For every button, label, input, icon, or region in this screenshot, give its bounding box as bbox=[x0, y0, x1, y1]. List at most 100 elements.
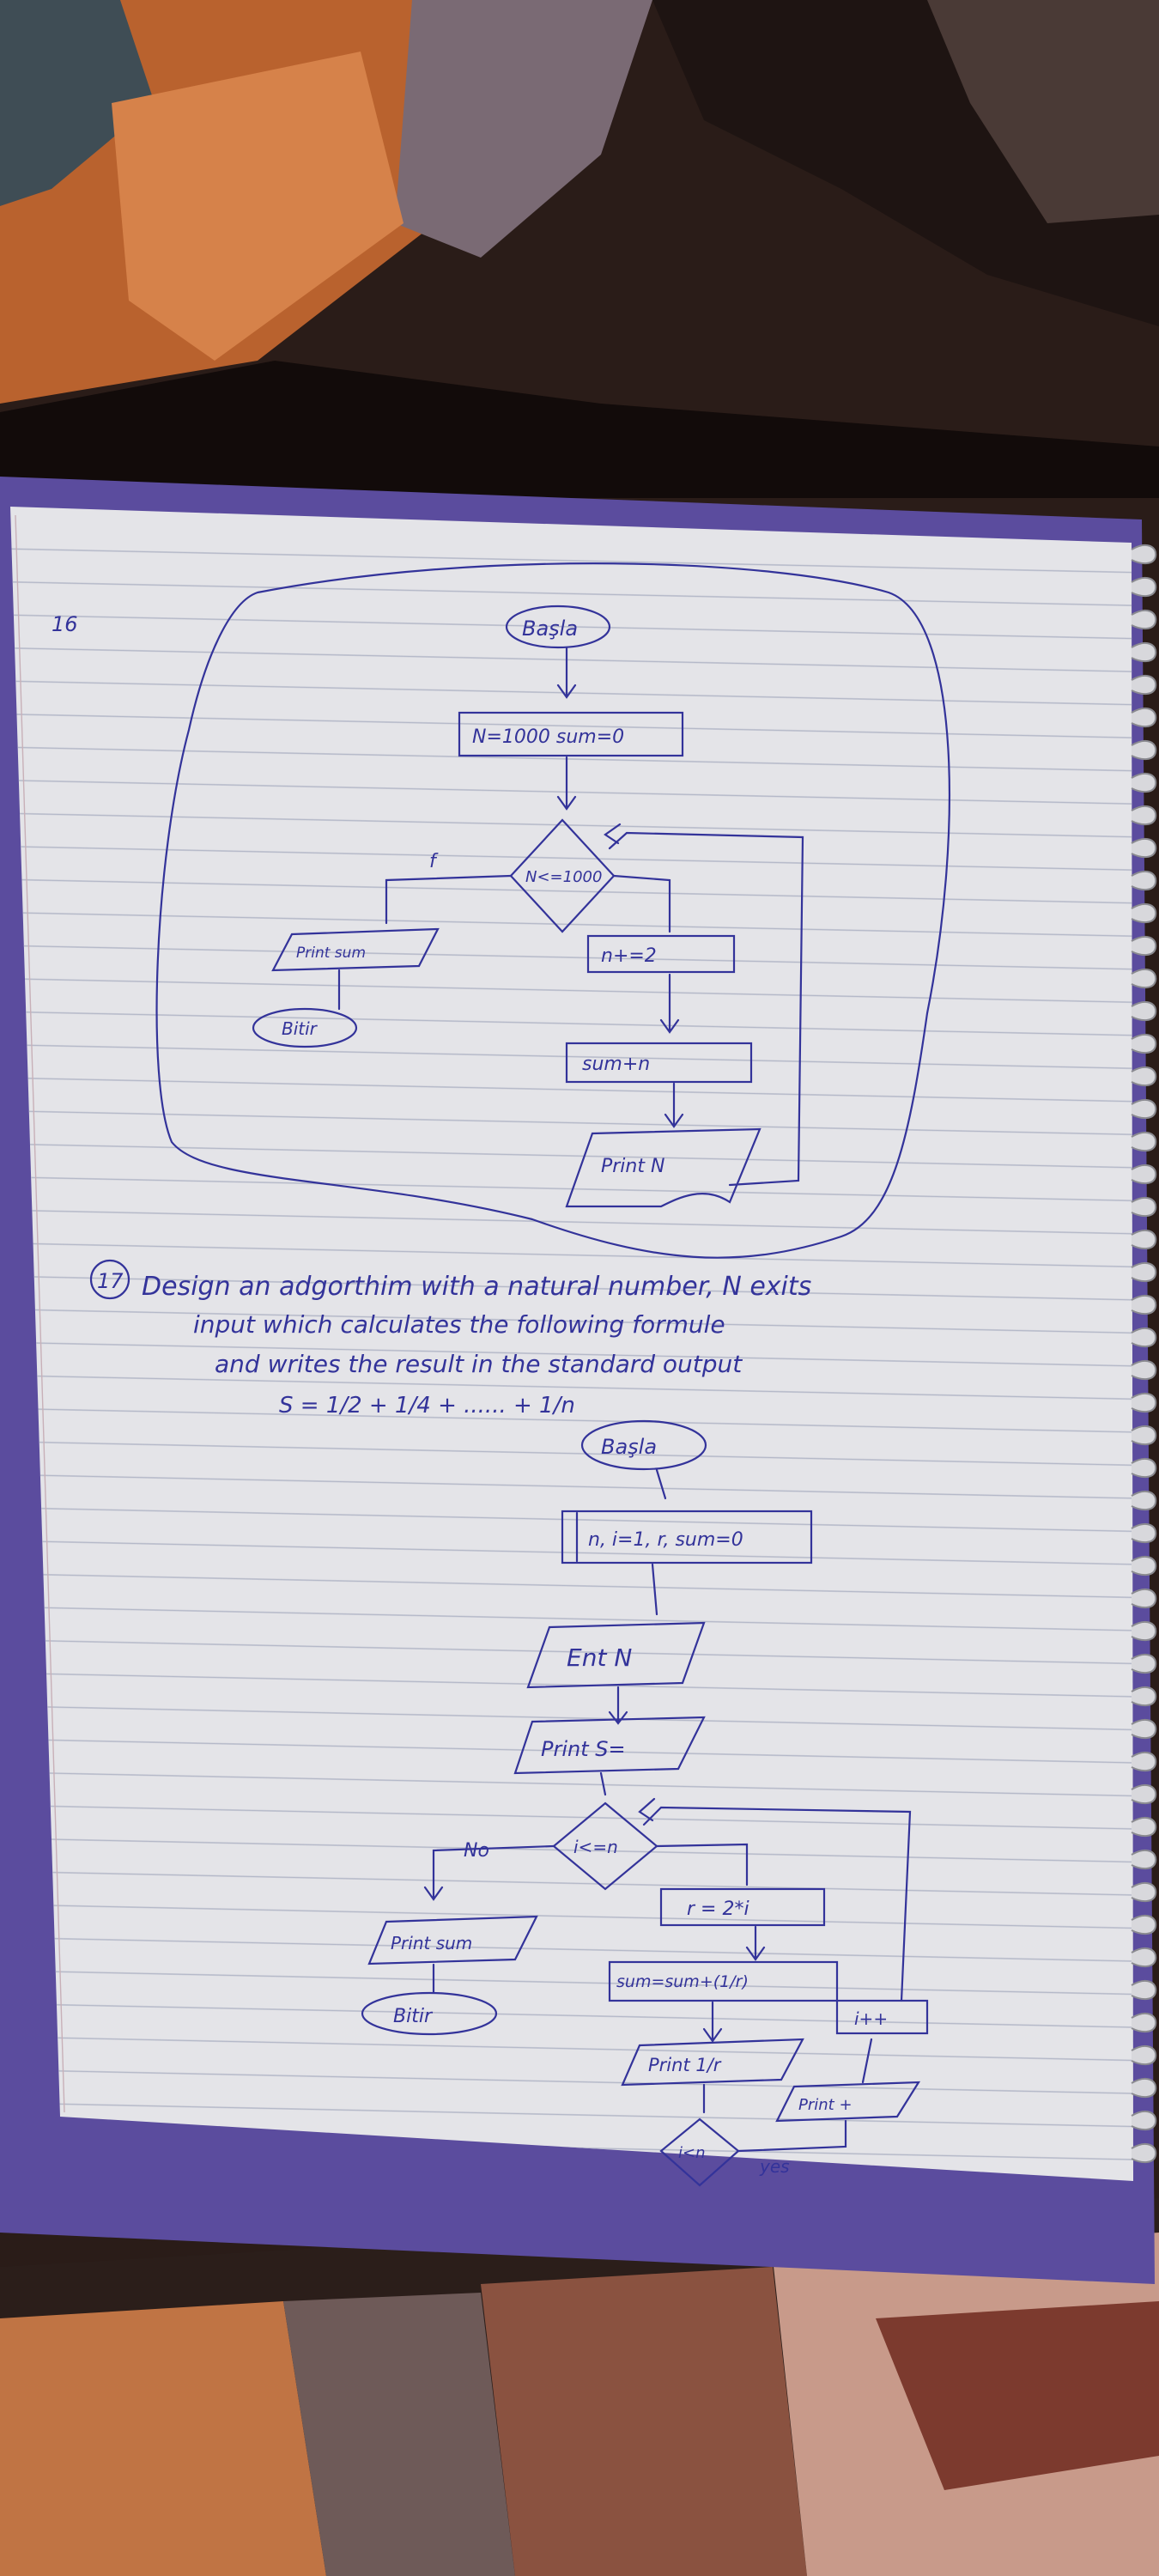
q17-increment-box bbox=[835, 1999, 929, 2035]
q16-arrow-4 bbox=[659, 973, 680, 1034]
q16-accumulate-box bbox=[565, 1042, 753, 1084]
spiral-ring bbox=[1131, 1457, 1157, 1479]
q17-check-label: i<n bbox=[678, 2144, 706, 2162]
q16-end-label: Bitir bbox=[282, 1018, 319, 1039]
q17-compute-label: r = 2*i bbox=[687, 1899, 749, 1920]
q17-arrow-6 bbox=[745, 1925, 766, 1961]
q17-print-sum-label: Print sum bbox=[391, 1933, 472, 1953]
spiral-ring bbox=[1131, 1620, 1157, 1642]
spiral-ring bbox=[1131, 1066, 1157, 1087]
q16-print-n-label: Print N bbox=[601, 1156, 664, 1177]
spiral-ring bbox=[1131, 805, 1157, 826]
q16-start-label: Başla bbox=[522, 617, 578, 641]
q17-arrow-1 bbox=[655, 1468, 667, 1500]
spiral-ring bbox=[1131, 1000, 1157, 1022]
q17-check-diamond bbox=[659, 2117, 740, 2187]
q16-loop-back bbox=[604, 823, 804, 1187]
q17-arrow-4 bbox=[599, 1771, 607, 1796]
q17-number-circle bbox=[89, 1259, 130, 1300]
q17-question: 17 Design an adgorthim with a natural nu… bbox=[89, 1259, 811, 1419]
q17-yes-branch bbox=[655, 1843, 749, 1886]
q16-condition-diamond bbox=[509, 818, 616, 933]
spiral-ring bbox=[1131, 609, 1157, 630]
spiral-ring bbox=[1131, 1816, 1157, 1838]
notebook-page bbox=[10, 507, 1133, 2181]
spiral-ring bbox=[1131, 1686, 1157, 1707]
q17-line-3: and writes the result in the standard ou… bbox=[215, 1350, 743, 1378]
spiral-binding bbox=[1131, 544, 1157, 2164]
spiral-ring bbox=[1131, 1359, 1157, 1381]
q17-arrow-2 bbox=[651, 1563, 658, 1616]
q16-init-label: N=1000 sum=0 bbox=[472, 726, 624, 748]
q16-print-sum-label: Print sum bbox=[296, 945, 366, 962]
q17-print-plus-box bbox=[775, 2081, 921, 2123]
q17-formula: S = 1/2 + 1/4 + ...... + 1/n bbox=[279, 1393, 575, 1419]
spiral-ring bbox=[1131, 1425, 1157, 1446]
spiral-ring bbox=[1131, 2044, 1157, 2066]
spiral-ring bbox=[1131, 935, 1157, 957]
q17-print-r-box bbox=[621, 2038, 804, 2087]
q16-print-n-box bbox=[565, 1127, 762, 1208]
q16-arrow-2 bbox=[556, 756, 577, 811]
q17-arrow-3 bbox=[608, 1686, 628, 1725]
spiral-ring bbox=[1131, 1718, 1157, 1740]
spiral-ring bbox=[1131, 1033, 1157, 1054]
spiral-ring bbox=[1131, 2142, 1157, 2164]
q16-arrow-1 bbox=[556, 647, 577, 699]
q16-true-branch bbox=[612, 874, 671, 933]
spiral-ring bbox=[1131, 1849, 1157, 1870]
q17-print-r-label: Print 1/r bbox=[648, 2055, 722, 2075]
spiral-ring bbox=[1131, 1163, 1157, 1185]
spiral-ring bbox=[1131, 1947, 1157, 1968]
spiral-ring bbox=[1131, 1131, 1157, 1152]
spiral-ring bbox=[1131, 1392, 1157, 1413]
spiral-ring bbox=[1131, 1588, 1157, 1609]
spiral-ring bbox=[1131, 576, 1157, 598]
spiral-ring bbox=[1131, 1979, 1157, 2001]
q16-arrow-5 bbox=[664, 1082, 684, 1128]
spiral-ring bbox=[1131, 772, 1157, 793]
q16-step-box bbox=[586, 934, 736, 974]
spiral-ring bbox=[1131, 1490, 1157, 1511]
spiral-ring bbox=[1131, 544, 1157, 565]
q17-flowchart: Başla n, i=1, r, sum=0 Ent N Print S= i<… bbox=[361, 1419, 929, 2187]
spiral-ring bbox=[1131, 1294, 1157, 1315]
spiral-ring bbox=[1131, 641, 1157, 663]
q16-flowchart: 16 Başla N=1000 sum=0 N<=1000 f Print su… bbox=[52, 562, 951, 1259]
q16-print-sum-box bbox=[271, 927, 440, 972]
q16-enclosing-loop bbox=[155, 562, 951, 1259]
spiral-ring bbox=[1131, 1783, 1157, 1805]
q17-increment-label: i++ bbox=[854, 2008, 888, 2029]
q17-end-label: Bitir bbox=[393, 2006, 434, 2027]
q17-no-branch bbox=[423, 1844, 555, 1901]
q17-arrow-9 bbox=[861, 2038, 873, 2084]
page-number: 16 bbox=[52, 612, 78, 636]
q17-no-label: No bbox=[464, 1840, 489, 1862]
spiral-ring bbox=[1131, 1522, 1157, 1544]
q17-print-plus-label: Print + bbox=[798, 2096, 853, 2114]
q17-print-s-box bbox=[513, 1716, 706, 1775]
spiral-ring bbox=[1131, 707, 1157, 728]
q17-input-label: Ent N bbox=[567, 1643, 632, 1672]
q17-yes-line bbox=[737, 2119, 847, 2153]
q16-condition-label: N<=1000 bbox=[525, 868, 602, 886]
q17-condition-diamond bbox=[552, 1801, 658, 1891]
spiral-ring bbox=[1131, 902, 1157, 924]
q17-init-label: n, i=1, r, sum=0 bbox=[588, 1529, 743, 1551]
spiral-ring bbox=[1131, 1555, 1157, 1577]
spiral-ring bbox=[1131, 1327, 1157, 1348]
q17-number: 17 bbox=[97, 1269, 124, 1293]
q16-init-box bbox=[458, 711, 684, 757]
spiral-ring bbox=[1131, 2110, 1157, 2131]
q17-line-2: input which calculates the following for… bbox=[193, 1310, 725, 1339]
spiral-ring bbox=[1131, 2012, 1157, 2033]
q17-print-sum-box bbox=[367, 1915, 538, 1965]
spiral-ring bbox=[1131, 1653, 1157, 1674]
q16-start-terminal bbox=[505, 605, 611, 649]
spiral-ring bbox=[1131, 837, 1157, 859]
spiral-ring bbox=[1131, 674, 1157, 696]
q17-loop-back bbox=[638, 1797, 912, 2002]
spiral-ring bbox=[1131, 1229, 1157, 1250]
spiral-ring bbox=[1131, 968, 1157, 989]
